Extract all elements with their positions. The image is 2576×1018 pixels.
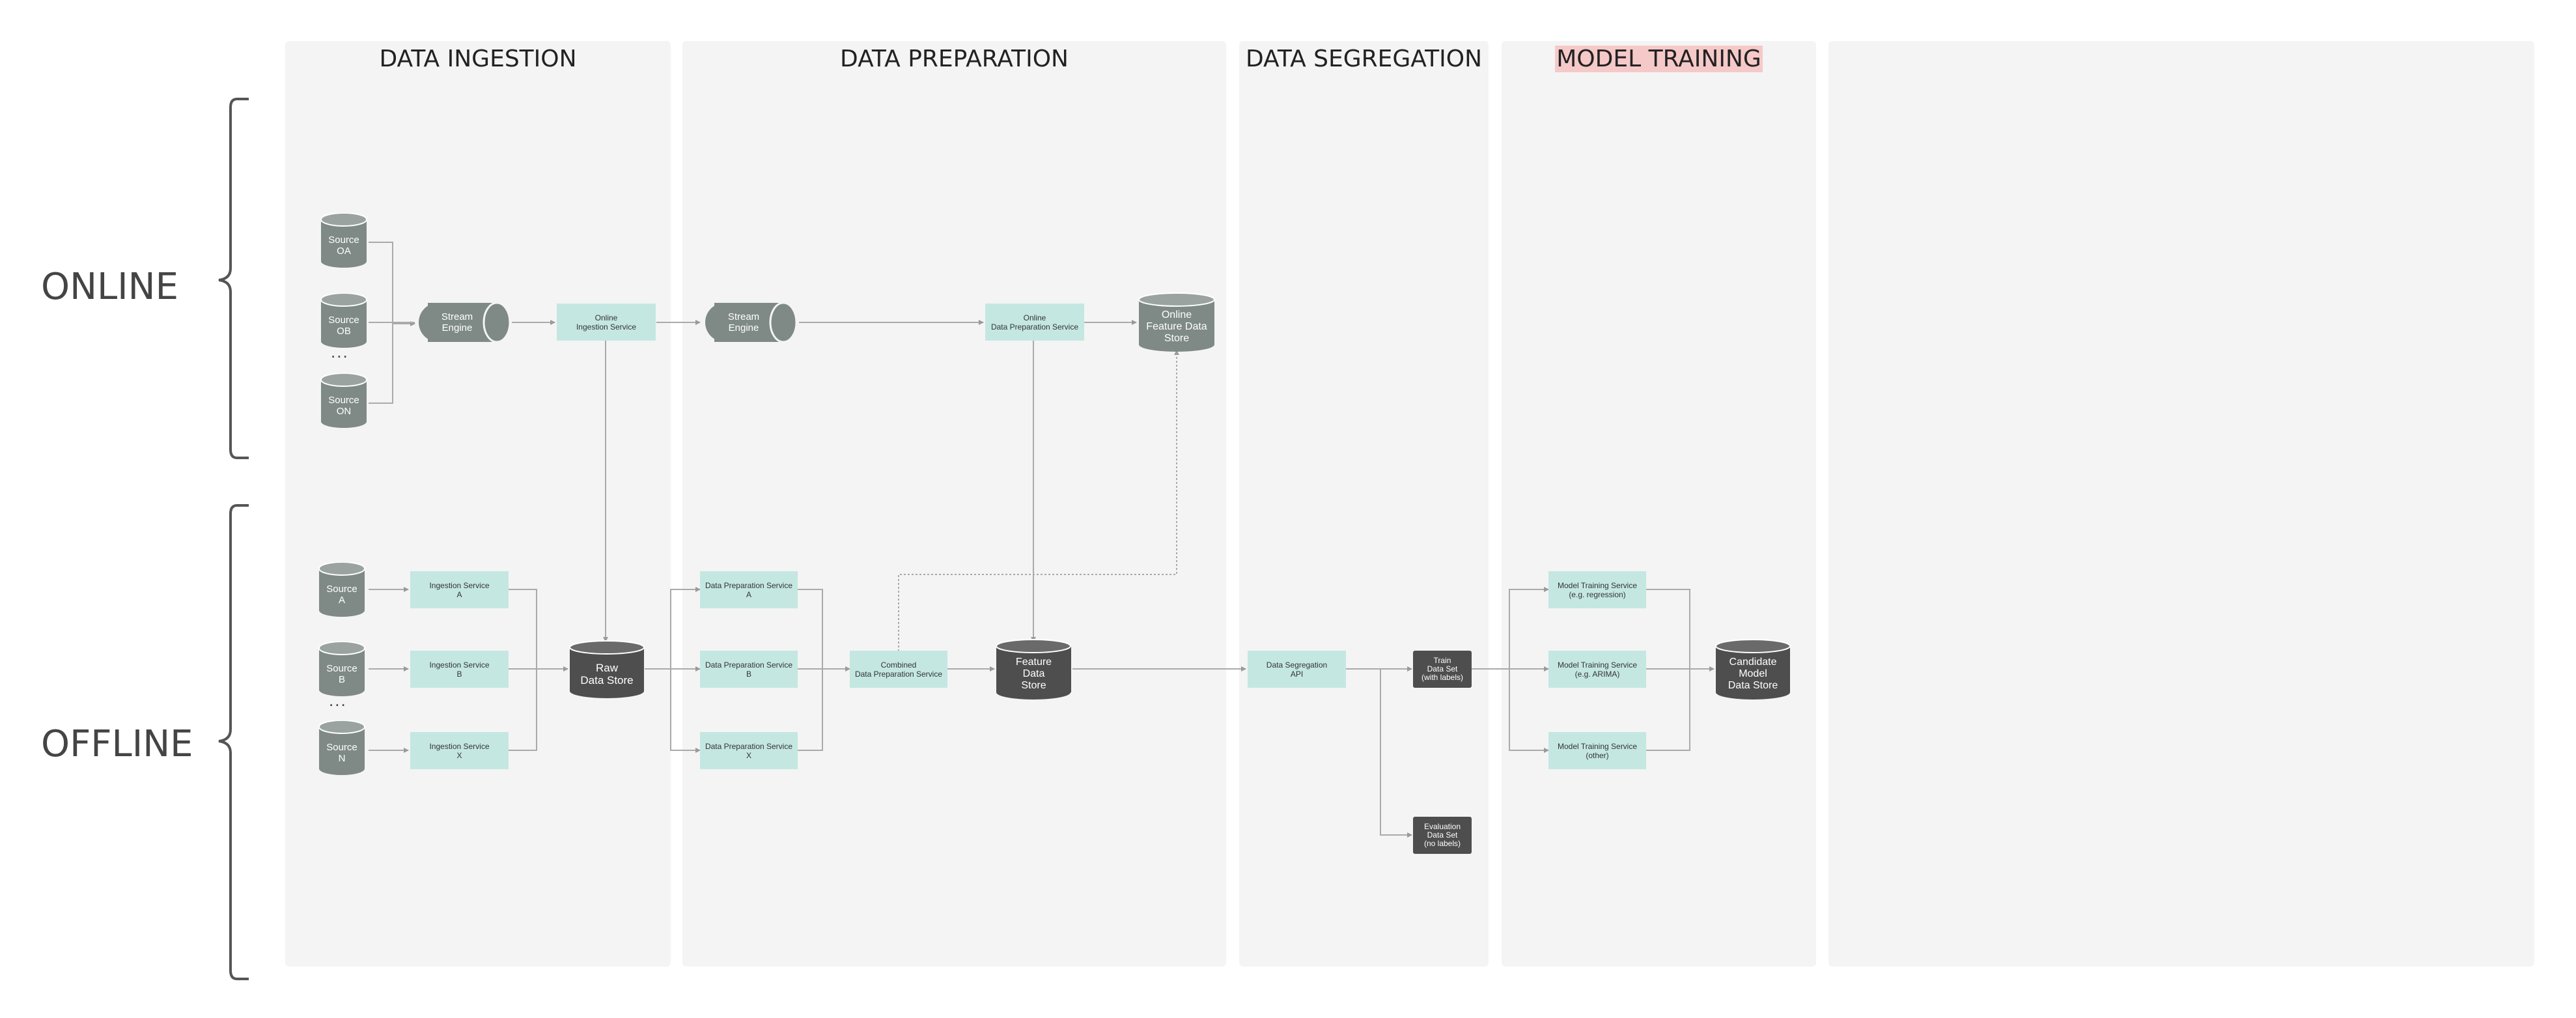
lane-empty (1828, 41, 2534, 967)
raw-data-store: Raw Data Store (569, 640, 645, 699)
stream-engine-2: Stream Engine (701, 302, 799, 343)
data-preparation-service-a: Data Preparation Service A (700, 571, 798, 608)
lane-title-ingestion: DATA INGESTION (379, 46, 577, 72)
ingestion-service-x: Ingestion Service X (410, 732, 509, 769)
source-ob-cylinder: Source OB (320, 293, 367, 348)
model-training-service-other: Model Training Service (other) (1548, 732, 1646, 769)
brace-offline (218, 504, 249, 980)
ingestion-service-a: Ingestion Service A (410, 571, 509, 608)
source-b-cylinder: Source B (318, 642, 365, 697)
source-a-cylinder: Source A (318, 562, 365, 617)
lane-ingestion (285, 41, 671, 967)
source-oa-cylinder: Source OA (320, 213, 367, 268)
online-data-preparation-service: Online Data Preparation Service (985, 304, 1084, 341)
data-preparation-service-x: Data Preparation Service X (700, 732, 798, 769)
online-ingestion-service: Online Ingestion Service (557, 304, 656, 341)
row-label-offline: OFFLINE (41, 723, 193, 765)
lane-title-preparation: DATA PREPARATION (840, 46, 1069, 72)
lane-title-training: MODEL TRAINING (1555, 46, 1763, 72)
lane-title-segregation: DATA SEGREGATION (1245, 46, 1483, 72)
lane-segregation (1239, 41, 1489, 967)
stream-engine-1: Stream Engine (415, 302, 512, 343)
offline-sources-ellipsis: ... (329, 690, 347, 710)
data-preparation-service-b: Data Preparation Service B (700, 651, 798, 688)
model-training-service-regression: Model Training Service (e.g. regression) (1548, 571, 1646, 608)
row-label-online: ONLINE (41, 266, 178, 308)
candidate-model-data-store: Candidate Model Data Store (1715, 639, 1791, 700)
data-segregation-api: Data Segregation API (1248, 651, 1346, 688)
source-on-cylinder: Source ON (320, 373, 367, 429)
lane-preparation (682, 41, 1226, 967)
online-sources-ellipsis: ... (331, 342, 349, 361)
brace-online (218, 98, 249, 459)
online-feature-data-store: Online Feature Data Store (1138, 292, 1215, 352)
feature-data-store: Feature Data Store (996, 639, 1072, 700)
ingestion-service-b: Ingestion Service B (410, 651, 509, 688)
train-data-set: Train Data Set (with labels) (1413, 651, 1472, 688)
model-training-service-arima: Model Training Service (e.g. ARIMA) (1548, 651, 1646, 688)
lane-training (1502, 41, 1816, 967)
evaluation-data-set: Evaluation Data Set (no labels) (1413, 817, 1472, 854)
combined-data-preparation-service: Combined Data Preparation Service (850, 651, 947, 688)
source-n-cylinder: Source N (318, 720, 365, 776)
